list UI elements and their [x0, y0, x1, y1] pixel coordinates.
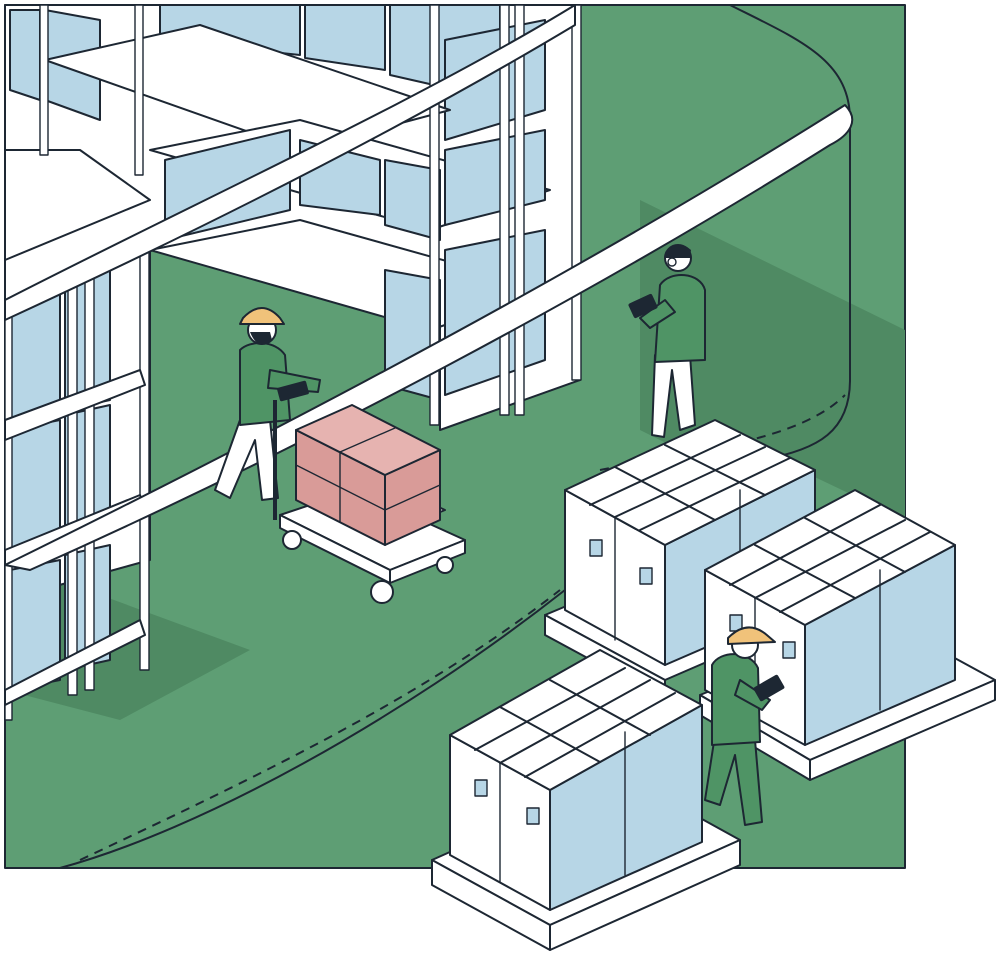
worker1-beard — [250, 332, 272, 345]
tablet-icon — [628, 293, 658, 319]
worker-with-headset — [628, 244, 706, 438]
beam-upper — [4, 4, 576, 321]
worker1-legs — [214, 419, 279, 501]
tablet-icon — [277, 380, 309, 402]
worker2-hair — [666, 244, 691, 258]
worker3-legs — [704, 734, 763, 826]
worker2-legs — [651, 354, 696, 438]
cart-wheel — [436, 556, 454, 574]
worker1-torso — [239, 342, 291, 426]
cart-base-front — [389, 539, 466, 584]
rack-boxes-upper — [9, 4, 546, 141]
box-stack-lower — [431, 649, 741, 951]
shelving-rack-icon — [4, 4, 582, 721]
floor-track-outline-lower — [59, 589, 566, 869]
cart-wheel — [282, 530, 302, 550]
tablet-icon — [753, 674, 785, 702]
cart-wheel — [370, 580, 394, 604]
worker-pushing-cart — [214, 307, 321, 501]
hard-hat-icon — [239, 307, 285, 325]
worker2-torso — [654, 273, 706, 363]
worker-checking-boxes — [704, 626, 785, 826]
headset-icon — [667, 257, 677, 267]
floor-dashed-line — [79, 589, 561, 861]
hard-hat-icon — [727, 626, 776, 645]
rack-posts — [4, 4, 582, 721]
cart-icon — [273, 400, 466, 604]
box-stack-right — [699, 489, 996, 781]
